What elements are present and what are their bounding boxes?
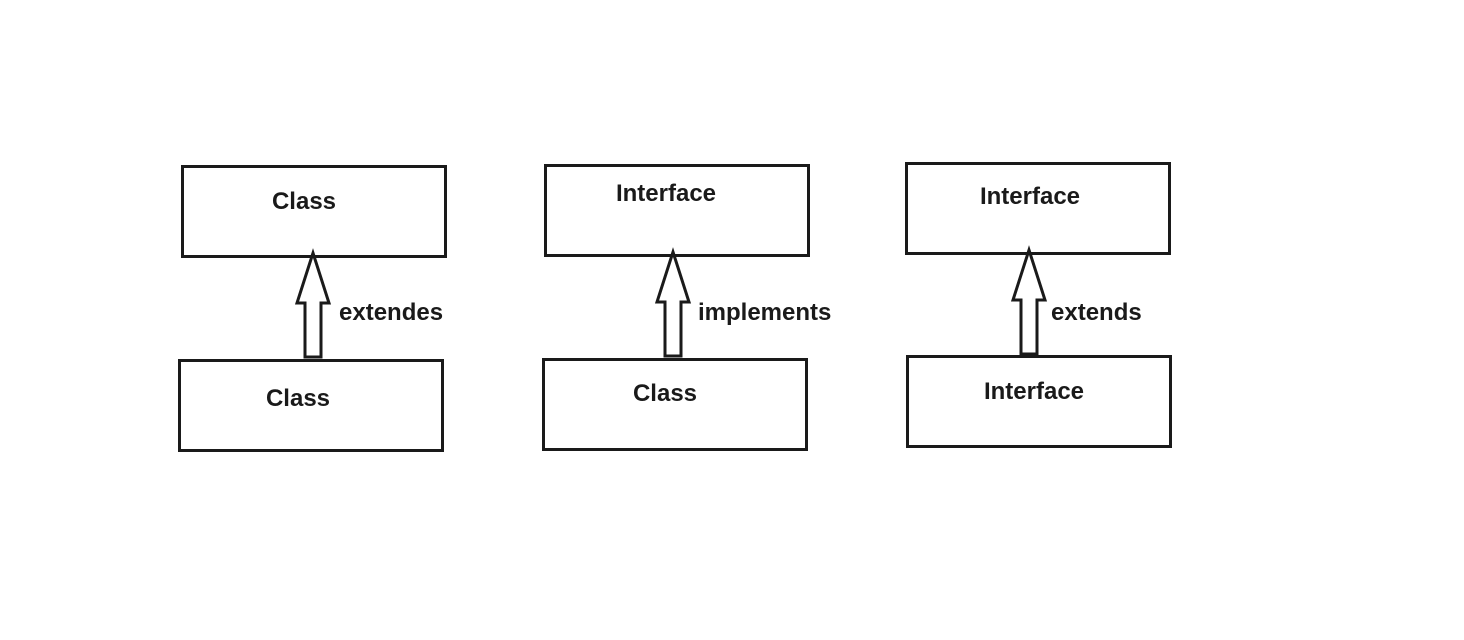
- relation-label: implements: [698, 299, 832, 326]
- parent-box: Interface: [544, 164, 810, 257]
- parent-box: Class: [181, 165, 447, 258]
- inheritance-arrow: [1010, 245, 1048, 356]
- child-label: Class: [265, 385, 331, 412]
- parent-label: Interface: [979, 183, 1081, 210]
- inheritance-arrow: [294, 248, 332, 359]
- child-label: Class: [632, 380, 698, 407]
- child-box: Interface: [906, 355, 1172, 448]
- child-box: Class: [178, 359, 444, 452]
- arrow-outline: [654, 247, 692, 358]
- parent-label: Class: [271, 188, 337, 215]
- arrow-outline: [294, 248, 332, 359]
- implementation-arrow: [654, 247, 692, 358]
- relation-label: extendes: [339, 299, 444, 326]
- parent-label: Interface: [615, 180, 717, 207]
- arrow-outline: [1010, 245, 1048, 356]
- child-box: Class: [542, 358, 808, 451]
- child-label: Interface: [983, 378, 1085, 405]
- relation-label: extends: [1051, 299, 1142, 326]
- parent-box: Interface: [905, 162, 1171, 255]
